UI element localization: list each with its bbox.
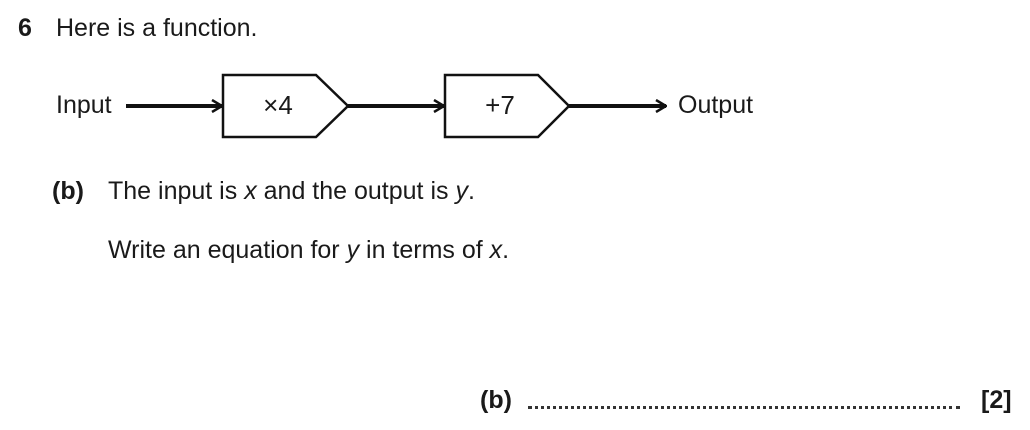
part-instruction: Write an equation for y in terms of x. [108,236,510,264]
variable-y: y [346,236,360,264]
answer-label: (b) [480,386,512,414]
variable-x: x [244,177,257,205]
variable-x: x [489,236,503,264]
part-label: (b) [52,177,84,205]
machine-operation-add: +7 [485,90,515,120]
machine-box-multiply [221,73,350,139]
machine-box-add [443,73,571,139]
marks-indicator: [2] [981,386,1012,414]
part-statement: The input is x and the output is y. [108,177,475,205]
question-number: 6 [18,14,32,42]
output-label: Output [678,91,754,119]
machine-operation-multiply: ×4 [263,90,293,120]
answer-line[interactable] [528,406,960,409]
variable-y: y [455,177,468,205]
question-intro: Here is a function. [56,14,258,42]
input-label: Input [56,91,112,119]
